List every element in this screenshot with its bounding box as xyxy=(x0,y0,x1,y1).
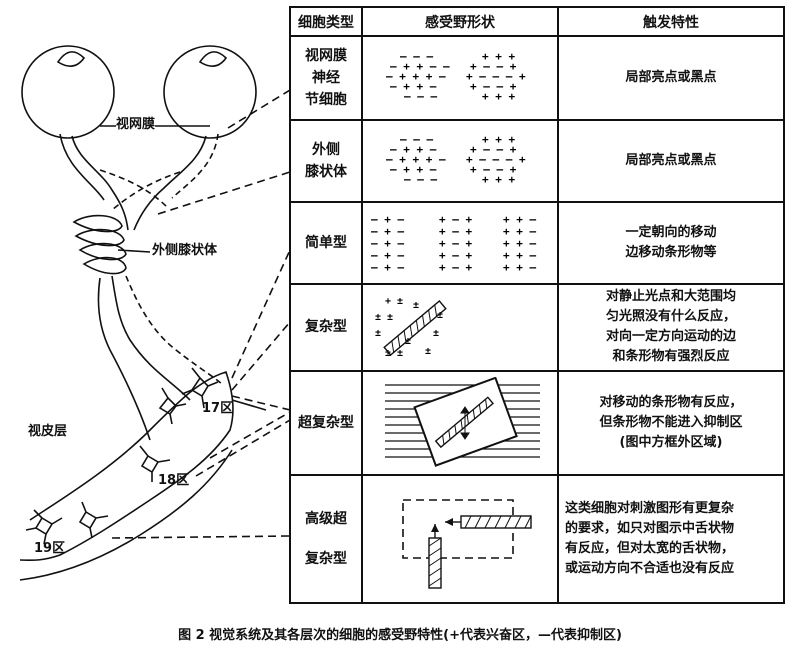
left-eyeball xyxy=(21,45,115,139)
field-shape-retina: — — —— + + — —— + + + —— + + —— — — + + … xyxy=(361,34,559,122)
table-row: 超复杂型 对移动的条形物有反应， xyxy=(289,369,785,476)
left-optic-nerve xyxy=(71,135,129,231)
svg-text:+ + —: + + — xyxy=(503,261,536,274)
svg-text:±: ± xyxy=(375,328,381,339)
neuron-19a xyxy=(25,509,63,545)
svg-text:+ + +: + + + xyxy=(482,90,515,103)
svg-text:— + —: — + — xyxy=(371,237,404,250)
svg-text:+ — +: + — + xyxy=(439,237,472,250)
trigger-property: 一定朝向的移动 边移动条形物等 xyxy=(557,201,785,286)
cell-type: 外侧 膝状体 xyxy=(289,119,363,204)
cortex-outline xyxy=(19,371,234,562)
label-cortex: 视皮层 xyxy=(28,424,68,439)
field-shape-simple: — + —— + —— + —— + —— + — + — ++ — ++ — … xyxy=(361,201,559,286)
svg-text:+ — — — +: + — — — + xyxy=(466,70,526,83)
svg-text:+ — +: + — + xyxy=(439,225,472,238)
svg-text:— + + —: — + + — xyxy=(390,163,437,176)
svg-text:±: ± xyxy=(413,300,419,311)
svg-text:± ±: ± ± xyxy=(375,312,393,323)
neuron-19b xyxy=(78,501,109,539)
trigger-property: 对静止光点和大范围均 匀光照没有什么反应， 对向一定方向运动的边 和条形物有强烈… xyxy=(557,283,785,372)
cell-type: 简单型 xyxy=(289,201,363,286)
svg-text:±: ± xyxy=(437,310,443,321)
neuron-18 xyxy=(139,445,171,482)
connector-lines xyxy=(111,89,290,539)
svg-text:+ — +: + — + xyxy=(439,261,472,274)
svg-text:+ ±: + ± xyxy=(385,296,403,307)
right-lens xyxy=(198,51,228,67)
header-cell-type: 细胞类型 xyxy=(289,6,363,37)
svg-text:+ + —: + + — xyxy=(503,225,536,238)
label-retina: 视网膜 xyxy=(116,117,156,132)
svg-text:— — —: — — — xyxy=(400,133,433,146)
svg-text:+ — +: + — + xyxy=(439,249,472,262)
svg-text:— — —: — — — xyxy=(404,90,437,103)
table-row: 简单型 — + —— + —— + —— + —— + — + — ++ — +… xyxy=(289,201,785,286)
figure-caption: 图 2 视觉系统及其各层次的细胞的感受野特性(+代表兴奋区，—代表抑制区) xyxy=(178,628,622,643)
svg-text:— + —: — + — xyxy=(371,213,404,226)
label-area19: 19区 xyxy=(34,541,66,556)
field-shape-higher-hypercomplex xyxy=(361,473,559,605)
svg-text:+ — — — +: + — — — + xyxy=(466,153,526,166)
cell-type: 视网膜 神经 节细胞 xyxy=(289,34,363,122)
neuron-17b xyxy=(158,387,187,425)
table-row: 高级超 复杂型 这类细胞对刺激图形有更复杂 的要求，如只对图示中舌状物 有反应，… xyxy=(289,473,785,605)
svg-text:+ — — +: + — — + xyxy=(470,163,517,176)
svg-text:— + —: — + — xyxy=(371,225,404,238)
lgn-layers xyxy=(72,214,127,275)
field-shape-hypercomplex xyxy=(361,369,559,476)
svg-text:— + + —: — + + — xyxy=(390,80,437,93)
table-row: 外侧 膝状体 — — —— + + —— + + + —— + + —— — —… xyxy=(289,119,785,204)
cell-type: 高级超 复杂型 xyxy=(289,473,363,605)
svg-text:±: ± xyxy=(425,346,431,357)
trigger-property: 对移动的条形物有反应， 但条形物不能进入抑制区 (图中方框外区域) xyxy=(557,369,785,476)
svg-text:+ — — +: + — — + xyxy=(470,80,517,93)
svg-text:+ + +: + + + xyxy=(482,173,515,186)
label-area18: 18区 xyxy=(158,473,190,488)
cell-type: 超复杂型 xyxy=(289,369,363,476)
svg-text:— + + + —: — + + + — xyxy=(386,70,446,83)
svg-text:+ + +: + + + xyxy=(482,133,515,146)
svg-text:±: ± xyxy=(405,336,411,347)
svg-text:±: ± xyxy=(433,328,439,339)
field-shape-lgn: — — —— + + —— + + + —— + + —— — — + + ++… xyxy=(361,119,559,204)
svg-text:± ±: ± ± xyxy=(385,348,403,359)
right-eyeball xyxy=(163,45,257,139)
svg-text:+ + +: + + + xyxy=(482,50,515,63)
label-lgn: 外侧膝状体 xyxy=(152,243,218,258)
svg-text:+ — — +: + — — + xyxy=(470,143,517,156)
svg-text:+ + —: + + — xyxy=(503,249,536,262)
table-row: 视网膜 神经 节细胞 — — —— + + — —— + + + —— + + … xyxy=(289,34,785,122)
left-lens xyxy=(56,51,86,67)
trigger-property: 这类细胞对刺激图形有更复杂 的要求，如只对图示中舌状物 有反应，但对太宽的舌状物… xyxy=(557,473,785,605)
svg-text:— — —: — — — xyxy=(400,50,433,63)
trigger-property: 局部亮点或黑点 xyxy=(557,34,785,122)
table-header-row: 细胞类型 感受野形状 触发特性 xyxy=(289,6,785,37)
svg-text:— + —: — + — xyxy=(371,261,404,274)
label-area17: 17区 xyxy=(202,401,234,416)
trigger-property: 局部亮点或黑点 xyxy=(557,119,785,204)
table-row: 复杂型 + ±±± ±± ±± ±±±± 对静止光点和大范围均 匀光照没有什么反… xyxy=(289,283,785,372)
svg-text:+ + —: + + — xyxy=(503,213,536,226)
svg-text:— + + — —: — + + — — xyxy=(390,60,450,73)
field-shape-complex: + ±±± ±± ±± ±±±± xyxy=(361,283,559,372)
receptive-field-table: 细胞类型 感受野形状 触发特性 视网膜 神经 节细胞 — — —— + + — … xyxy=(289,6,785,605)
header-field-shape: 感受野形状 xyxy=(361,6,559,37)
svg-text:— + —: — + — xyxy=(371,249,404,262)
header-trigger-property: 触发特性 xyxy=(557,6,785,37)
svg-text:— + + + —: — + + + — xyxy=(386,153,446,166)
svg-text:+ + —: + + — xyxy=(503,237,536,250)
neuron-17 xyxy=(181,367,219,409)
svg-text:— — —: — — — xyxy=(404,173,437,186)
visual-pathway-diagram xyxy=(19,45,290,581)
svg-text:+ — +: + — + xyxy=(439,213,472,226)
svg-text:+ — — +: + — — + xyxy=(470,60,517,73)
svg-text:— + + —: — + + — xyxy=(390,143,437,156)
cell-type: 复杂型 xyxy=(289,283,363,372)
right-optic-nerve xyxy=(133,135,207,231)
